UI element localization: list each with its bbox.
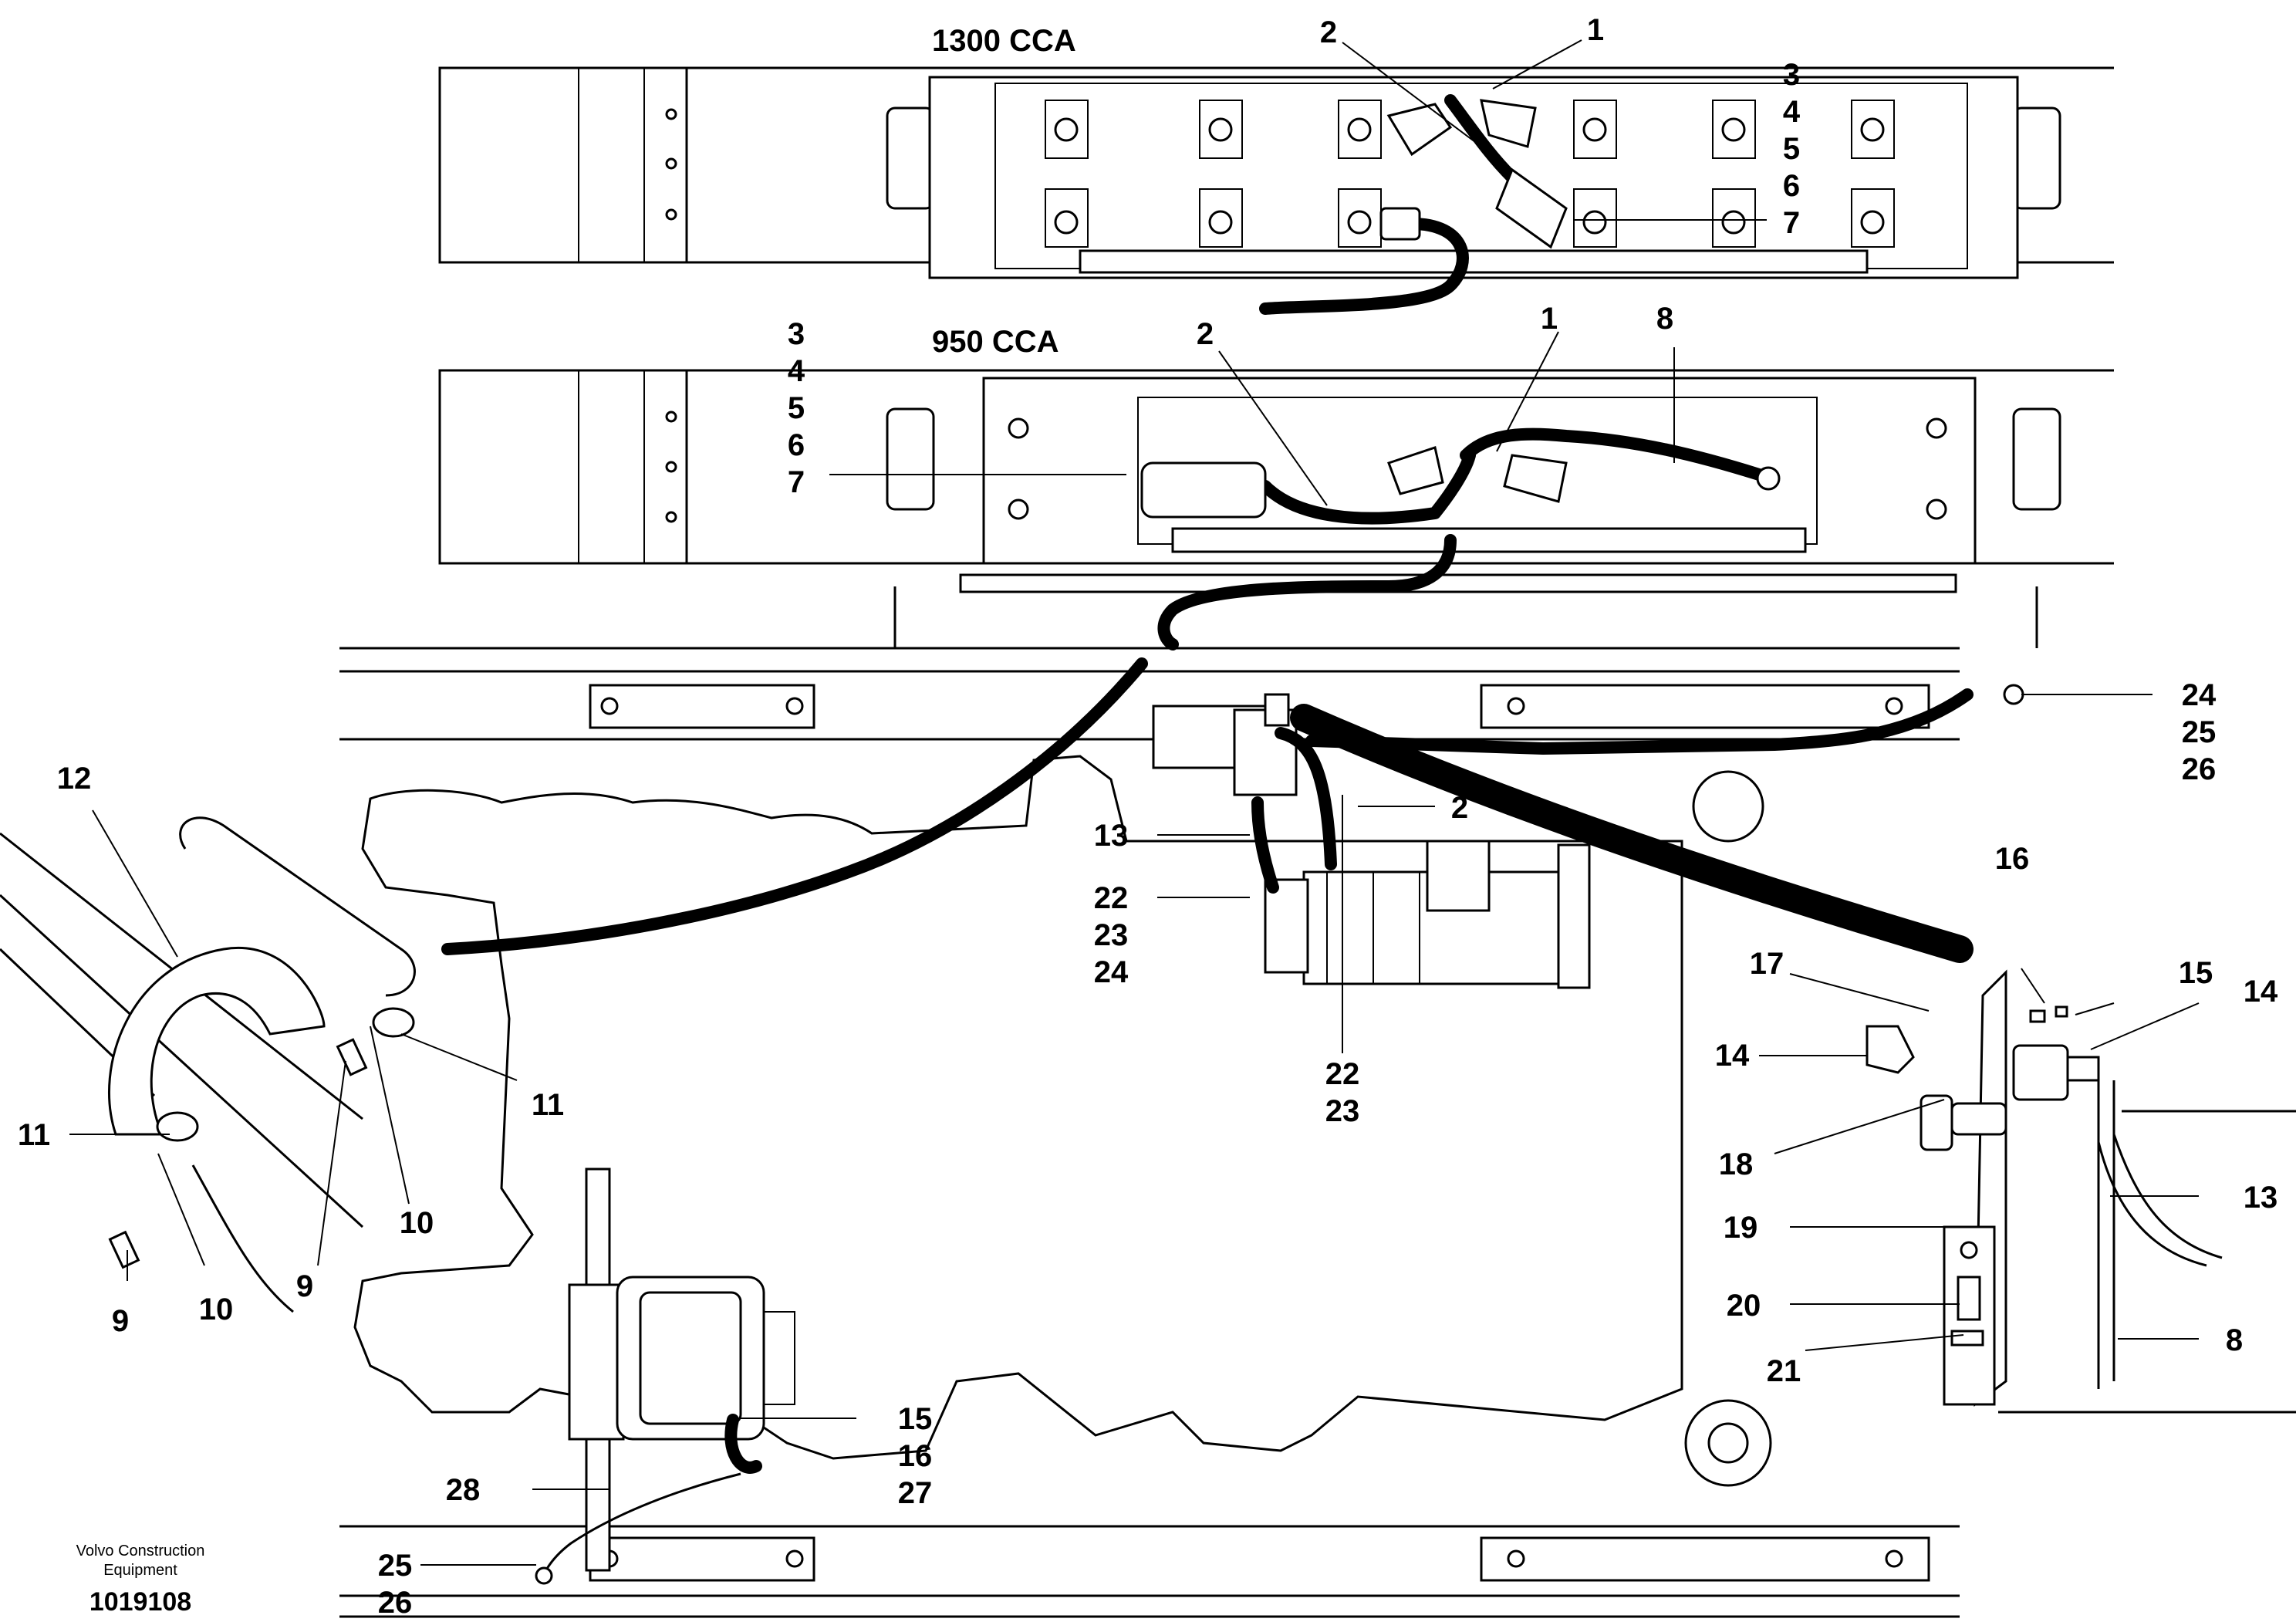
callout-alt-26: 26 — [378, 1586, 413, 1620]
engine-outline — [353, 755, 1683, 1460]
callout-950-8: 8 — [1656, 302, 1673, 336]
callout-starter-26: 26 — [2182, 752, 2217, 786]
callout-alt-16: 16 — [898, 1439, 933, 1473]
callout-alt-15: 15 — [898, 1402, 933, 1436]
callout-950-1: 1 — [1541, 302, 1558, 336]
callout-clamp-9a: 9 — [296, 1269, 313, 1303]
callout-switch-17: 17 — [1750, 947, 1784, 981]
callout-1300-6: 6 — [1783, 169, 1800, 203]
callout-950-7: 7 — [788, 465, 805, 499]
starter-motor — [1152, 684, 2024, 989]
alternator — [535, 1168, 795, 1585]
callout-switch-20: 20 — [1727, 1289, 1761, 1323]
battery-box-950 — [438, 369, 2114, 650]
callout-950-5: 5 — [788, 391, 805, 425]
callout-clamp-11b: 11 — [18, 1118, 50, 1152]
callout-alt-28: 28 — [446, 1473, 481, 1507]
callout-1300-5: 5 — [1783, 132, 1800, 166]
callout-clamp-12: 12 — [57, 762, 92, 796]
callout-1300-2: 2 — [1320, 15, 1337, 49]
callout-switch-8: 8 — [2226, 1323, 2243, 1357]
callout-1300-3: 3 — [1783, 58, 1800, 92]
callout-950-3: 3 — [788, 317, 805, 351]
main-frame — [339, 647, 1960, 1618]
callout-switch-14a: 14 — [2244, 975, 2278, 1009]
callout-950-4: 4 — [788, 354, 805, 388]
battery-switch-detail — [1866, 969, 2296, 1414]
callout-switch-15: 15 — [2179, 956, 2213, 990]
callout-starter-23b: 23 — [1325, 1094, 1360, 1128]
cable-to-starter-detail — [441, 657, 1148, 955]
callout-alt-25: 25 — [378, 1549, 413, 1583]
heading-950-cca: 950 CCA — [932, 325, 1059, 359]
battery-box-1300 — [438, 66, 2114, 315]
clamp-detail — [0, 816, 416, 1313]
callouts: 1 2 3 4 5 6 7 1 2 8 3 4 5 6 7 24 25 26 2… — [18, 13, 2278, 1620]
leader-lines — [69, 39, 2200, 1566]
callout-starter-24: 24 — [2182, 678, 2217, 712]
cable-to-switch-detail — [1290, 704, 1974, 963]
callout-alt-27: 27 — [898, 1476, 933, 1510]
credit-line2: Equipment — [103, 1562, 177, 1579]
callout-clamp-10b: 10 — [199, 1293, 234, 1326]
callout-starter-13: 13 — [1094, 819, 1129, 853]
callout-1300-1: 1 — [1587, 13, 1604, 47]
callout-950-6: 6 — [788, 428, 805, 462]
callout-starter-24b: 24 — [1094, 955, 1129, 989]
callout-switch-21: 21 — [1767, 1354, 1801, 1388]
callout-950-2: 2 — [1197, 317, 1214, 351]
callout-starter-2: 2 — [1451, 791, 1468, 825]
callout-clamp-10a: 10 — [400, 1206, 434, 1240]
callout-switch-19: 19 — [1724, 1211, 1758, 1245]
callout-1300-4: 4 — [1783, 95, 1801, 129]
callout-starter-22a: 22 — [1094, 881, 1129, 915]
callout-switch-16: 16 — [1995, 842, 2030, 876]
callout-starter-23a: 23 — [1094, 918, 1129, 952]
callout-clamp-9b: 9 — [112, 1304, 129, 1338]
callout-starter-25: 25 — [2182, 715, 2217, 749]
callout-1300-7: 7 — [1783, 206, 1800, 240]
heading-1300-cca: 1300 CCA — [932, 24, 1076, 58]
callout-switch-18: 18 — [1719, 1147, 1754, 1181]
battery-cells-1300 — [1045, 100, 1895, 248]
callout-starter-22b: 22 — [1325, 1057, 1360, 1091]
credit-line1: Volvo Construction — [76, 1543, 205, 1559]
callout-clamp-11a: 11 — [532, 1088, 564, 1122]
document-number: 1019108 — [89, 1587, 191, 1617]
callout-switch-14b: 14 — [1715, 1039, 1750, 1073]
callout-switch-13: 13 — [2244, 1181, 2278, 1215]
